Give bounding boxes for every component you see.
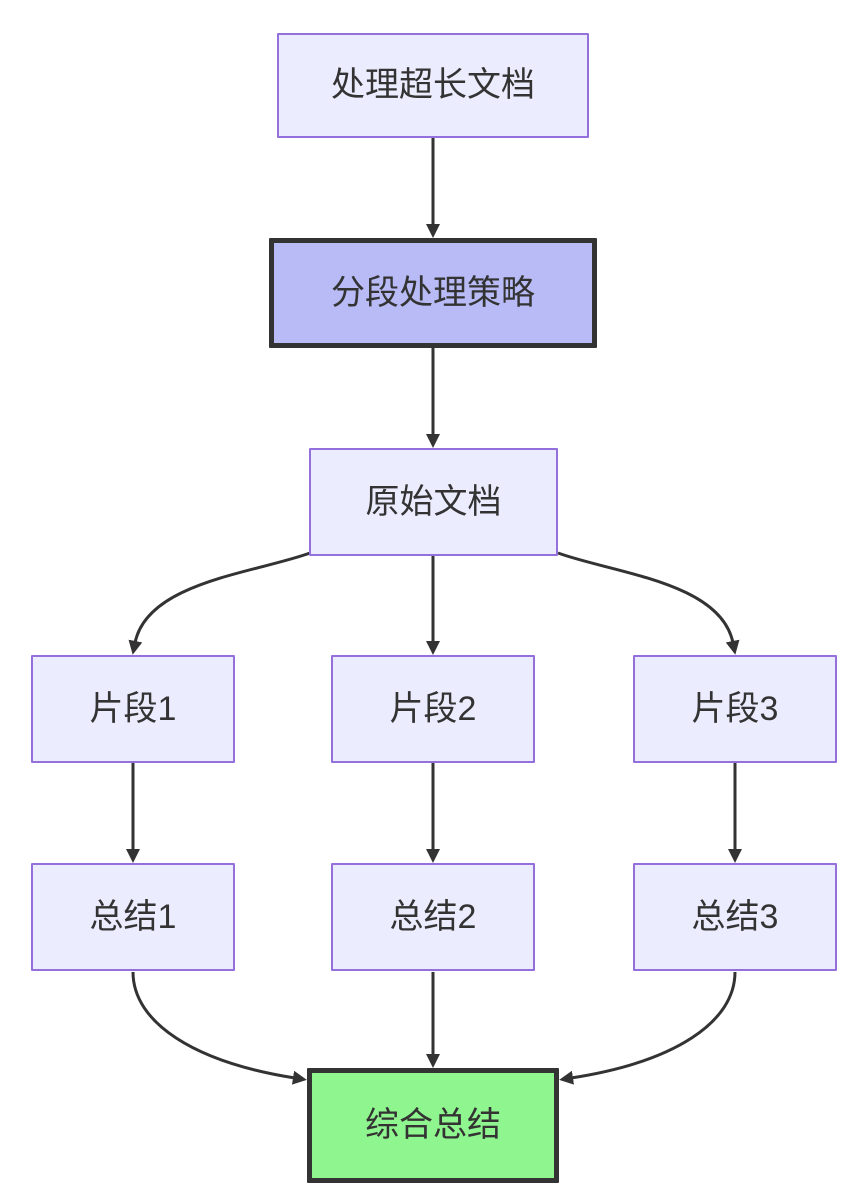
node-segmentation-strategy: 分段处理策略 bbox=[269, 238, 597, 348]
node-label: 片段3 bbox=[691, 689, 779, 728]
node-label: 分段处理策略 bbox=[331, 273, 535, 312]
node-label: 总结2 bbox=[389, 897, 477, 936]
node-summary-2: 总结2 bbox=[331, 863, 535, 971]
edge-original-to-fragment1 bbox=[128, 551, 311, 655]
node-process-long-document: 处理超长文档 bbox=[277, 33, 589, 138]
node-label: 综合总结 bbox=[365, 1106, 501, 1145]
node-label: 处理超长文档 bbox=[331, 66, 535, 105]
node-fragment-1: 片段1 bbox=[31, 655, 235, 763]
node-label: 总结3 bbox=[691, 897, 779, 936]
node-label: 总结1 bbox=[89, 897, 177, 936]
node-summary-3: 总结3 bbox=[633, 863, 837, 971]
edge-summary3-to-final bbox=[559, 971, 737, 1085]
edge-original-to-fragment3 bbox=[557, 551, 740, 655]
node-fragment-2: 片段2 bbox=[331, 655, 535, 763]
node-label: 原始文档 bbox=[365, 482, 502, 521]
edge-summary1-to-final bbox=[131, 971, 307, 1085]
node-original-document: 原始文档 bbox=[309, 448, 558, 556]
node-label: 片段2 bbox=[389, 689, 477, 728]
node-fragment-3: 片段3 bbox=[633, 655, 837, 763]
node-summary-1: 总结1 bbox=[31, 863, 235, 971]
node-final-summary: 综合总结 bbox=[307, 1068, 559, 1183]
node-label: 片段1 bbox=[89, 689, 177, 728]
